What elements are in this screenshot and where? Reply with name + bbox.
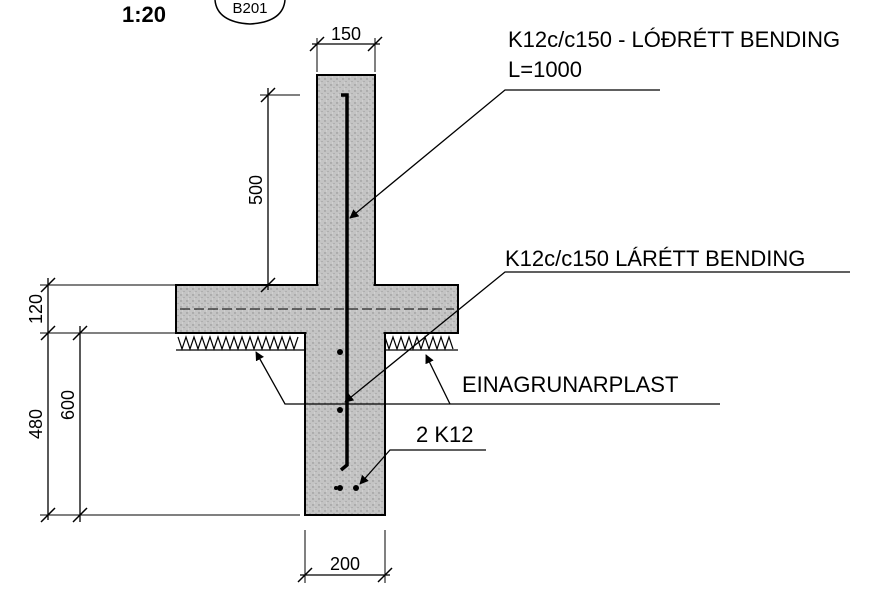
- dim-tick: [40, 325, 56, 341]
- scale-text: 1:20: [122, 2, 166, 27]
- dim-tick: [72, 325, 88, 341]
- rebar-dot-5: [334, 486, 338, 490]
- dim-slab-thickness: 120: [26, 294, 46, 324]
- dim-footing-depth: 480: [26, 409, 46, 439]
- rebar-dot-1: [337, 349, 343, 355]
- dim-tick: [297, 567, 313, 583]
- insulation-label: EINAGRUNARPLAST: [462, 372, 678, 397]
- leader-horizontal-rebar: [344, 271, 850, 403]
- leader-bottom-bars: [359, 449, 486, 485]
- insulation-right: [384, 335, 454, 351]
- detail-tag-bubble: [214, 0, 286, 25]
- vertical-rebar-length: L=1000: [508, 57, 582, 82]
- leader-insulation-left: [255, 351, 720, 405]
- floor-slab: [175, 284, 459, 334]
- footing: [304, 332, 386, 516]
- dim-tick: [40, 277, 56, 293]
- rebar-dot-2: [337, 407, 343, 413]
- insulation-left: [177, 335, 299, 351]
- dim-tick: [377, 567, 393, 583]
- dim-tick: [260, 87, 276, 103]
- leader-vertical-rebar: [349, 89, 660, 219]
- vertical-rebar: [339, 93, 349, 472]
- dim-tick: [260, 277, 276, 293]
- leader-insulation-right: [425, 354, 451, 405]
- dim-wall-width: 150: [331, 24, 361, 44]
- dim-tick: [72, 507, 88, 523]
- detail-tag-text: B201: [232, 0, 267, 17]
- dim-footing-width: 200: [330, 554, 360, 574]
- bottom-bars-label: 2 K12: [416, 422, 474, 447]
- vertical-rebar-label: K12c/c150 - LÓÐRÉTT BENDING: [508, 27, 840, 52]
- dim-tick: [367, 36, 383, 52]
- footing-joint: [306, 331, 384, 335]
- horizontal-rebar-label: K12c/c150 LÁRÉTT BENDING: [505, 246, 805, 271]
- rebar-dot-3: [337, 485, 343, 491]
- dim-tick: [309, 36, 325, 52]
- dim-wall-embed: 500: [246, 175, 266, 205]
- dim-footing-total: 600: [58, 390, 78, 420]
- rebar-dot-4: [353, 485, 359, 491]
- dim-tick: [40, 507, 56, 523]
